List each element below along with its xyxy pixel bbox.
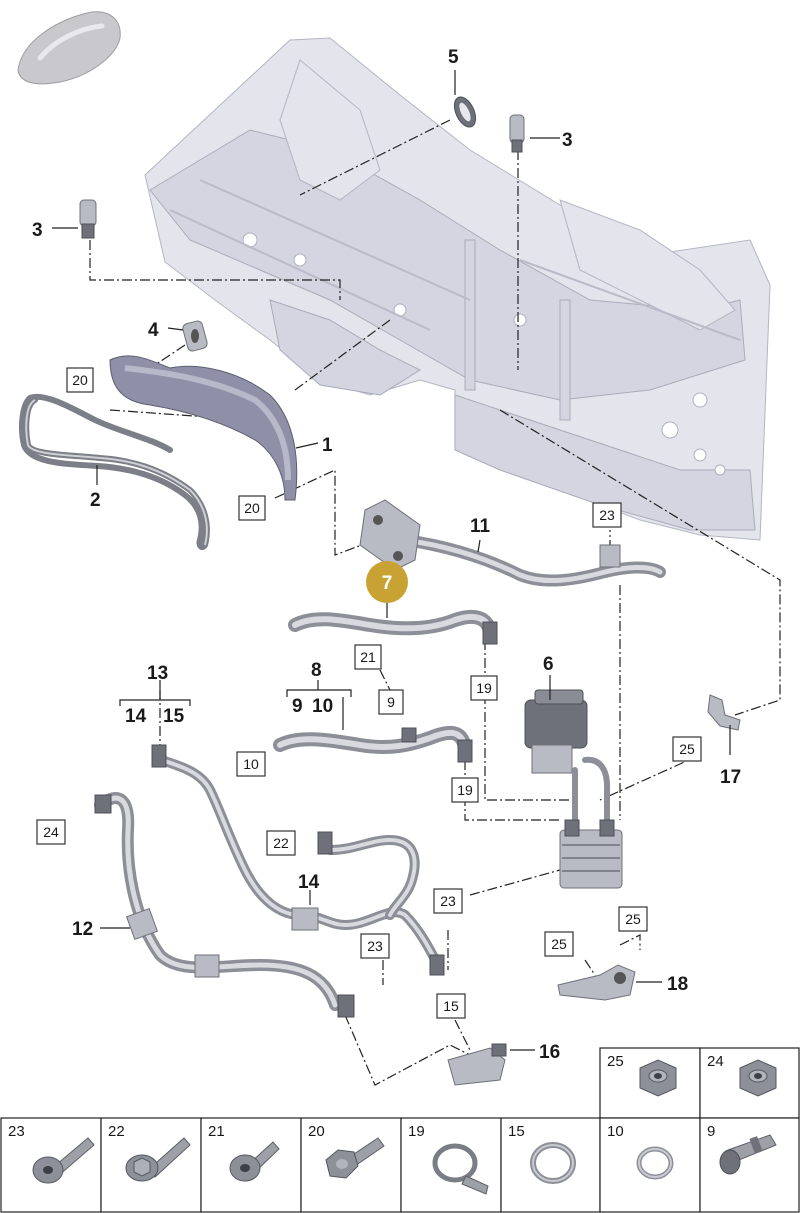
part-18-bracket (557, 964, 636, 1001)
torx-bolt-icon (32, 1137, 95, 1184)
hose-clamp-icon (432, 1143, 489, 1195)
part-13-pipe-set (151, 744, 445, 976)
box-label-23-center: 23 (360, 933, 390, 959)
svg-text:10: 10 (243, 756, 259, 772)
vehicle-thumbnail-icon (17, 11, 121, 85)
o-ring-icon (530, 1142, 576, 1184)
box-label-9: 9 (378, 689, 404, 715)
box-label-15: 15 (436, 993, 466, 1019)
part-3-clip-upper (509, 114, 525, 153)
svg-text:22: 22 (273, 835, 289, 851)
box-label-24: 24 (36, 819, 66, 845)
part-5-grommet (453, 96, 477, 128)
torx-bolt-short-icon (229, 1141, 280, 1182)
legend-label-15: 15 (508, 1123, 525, 1140)
label-5: 5 (448, 47, 459, 68)
label-9: 9 (292, 696, 303, 717)
solid-leader-lines (52, 70, 731, 1051)
part-1-shield (109, 355, 298, 501)
label-10: 10 (312, 696, 333, 717)
box-label-19-lower: 19 (451, 777, 479, 803)
svg-text:19: 19 (457, 782, 473, 798)
box-label-23-right: 23 (433, 888, 463, 914)
part-6-unit (524, 689, 623, 889)
label-3-left: 3 (32, 220, 43, 241)
part-8-hose (273, 725, 473, 763)
label-3-upper: 3 (562, 130, 573, 151)
label-8: 8 (311, 660, 322, 681)
box-label-25-upper: 25 (618, 906, 648, 932)
part-12-pipe (94, 792, 355, 1018)
svg-text:15: 15 (443, 998, 459, 1014)
o-ring-small-icon (636, 1146, 674, 1180)
vehicle-front-body-structure (144, 37, 771, 541)
label-18: 18 (667, 974, 688, 995)
label-12: 12 (72, 919, 93, 940)
svg-text:23: 23 (599, 507, 615, 523)
legend-label-22: 22 (108, 1123, 125, 1140)
svg-text:20: 20 (72, 372, 88, 388)
svg-text:23: 23 (367, 938, 383, 954)
highlight-part-7[interactable]: 7 (366, 561, 408, 603)
part-4-grommet (182, 320, 208, 352)
box-label-20-lower: 20 (238, 495, 266, 521)
box-label-22: 22 (266, 830, 296, 856)
part-16-clip (447, 1043, 507, 1086)
flange-bolt-icon (125, 1137, 191, 1182)
legend-label-20: 20 (308, 1123, 325, 1140)
legend-label-19: 19 (408, 1123, 425, 1140)
hex-bolt-icon (325, 1137, 385, 1179)
valve-insert-icon (719, 1134, 777, 1175)
fastener-legend: 25 24 23 22 21 20 19 15 10 9 (0, 1047, 800, 1213)
part-7-hose (288, 609, 498, 645)
label-13: 13 (147, 663, 168, 684)
label-1: 1 (322, 435, 333, 456)
svg-text:25: 25 (679, 741, 695, 757)
legend-label-23: 23 (8, 1123, 25, 1140)
legend-label-21: 21 (208, 1123, 225, 1140)
svg-text:24: 24 (43, 824, 59, 840)
legend-label-10: 10 (607, 1123, 624, 1140)
label-6: 6 (543, 654, 554, 675)
box-label-25-lower: 25 (544, 931, 574, 957)
hex-nut-icon (739, 1059, 777, 1097)
box-label-25-right: 25 (672, 736, 702, 762)
svg-text:9: 9 (387, 694, 395, 710)
svg-text:25: 25 (551, 936, 567, 952)
box-label-20-upper: 20 (66, 367, 94, 393)
legend-label-24: 24 (707, 1053, 724, 1070)
box-label-21: 21 (354, 644, 382, 670)
label-17: 17 (720, 767, 741, 788)
label-11: 11 (470, 516, 491, 537)
svg-text:25: 25 (625, 911, 641, 927)
part-17-bracket (707, 694, 741, 731)
box-label-19-upper: 19 (470, 675, 498, 701)
boxed-labels: 20 20 23 21 9 19 10 25 (36, 367, 702, 1019)
label-14: 14 (298, 872, 320, 893)
box-label-10: 10 (236, 751, 266, 777)
part-11-pipe (359, 499, 666, 587)
legend-label-25: 25 (607, 1053, 624, 1070)
label-2: 2 (90, 490, 101, 511)
label-15: 15 (163, 706, 185, 727)
hex-nut-icon (639, 1059, 677, 1097)
part-2-seal (19, 393, 210, 551)
highlight-label-7: 7 (382, 573, 393, 594)
svg-text:23: 23 (440, 893, 456, 909)
label-4: 4 (148, 320, 159, 341)
part-3-clip-left (79, 199, 97, 239)
label-16: 16 (539, 1042, 560, 1063)
legend-label-9: 9 (707, 1123, 715, 1140)
part-number-labels: 5 3 3 4 1 2 11 6 8 9 10 13 14 15 17 14 1… (32, 47, 741, 1063)
label-14-top: 14 (125, 706, 147, 727)
svg-text:19: 19 (476, 680, 492, 696)
svg-text:20: 20 (244, 500, 260, 516)
svg-text:21: 21 (360, 649, 376, 665)
box-label-23-pipe11: 23 (592, 502, 622, 528)
